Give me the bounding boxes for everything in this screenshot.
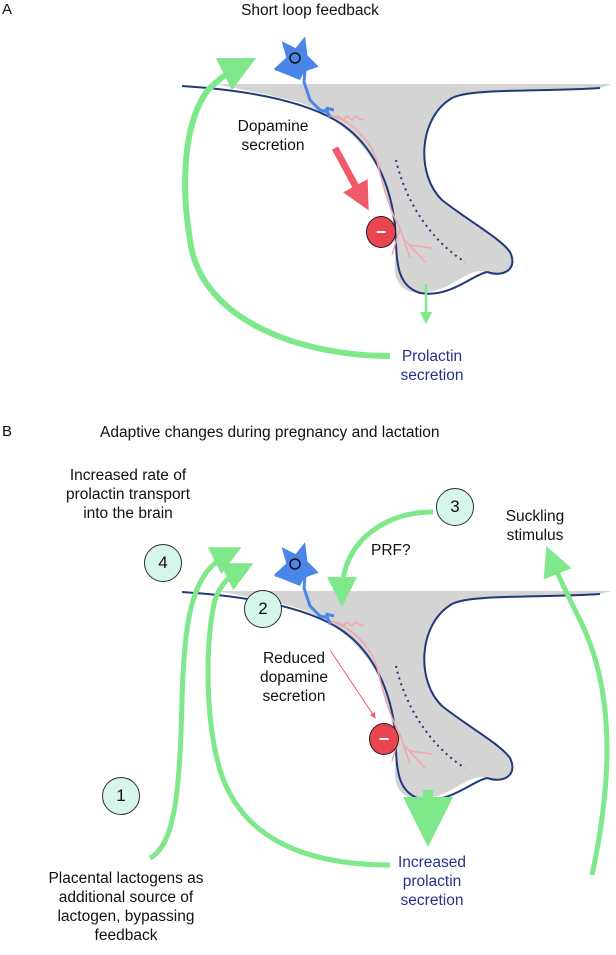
dopamine-axon	[329, 114, 401, 229]
increased-prolactin-line-2: prolactin	[402, 873, 462, 890]
panel-a-title: Short loop feedback	[241, 2, 379, 19]
increased-prolactin-line-1: Increased	[397, 854, 467, 871]
placental-line-4: feedback	[94, 927, 158, 944]
panel-a-letter: A	[2, 1, 13, 18]
panel-a-hypothalamus-pituitary	[181, 36, 612, 359]
transport-label-line-1: Increased rate of	[69, 467, 187, 484]
step-2-badge: 2	[244, 590, 282, 628]
reduced-dopamine-label: Reduced dopamine secretion	[246, 649, 342, 706]
prolactin-label-line-2: secretion	[400, 367, 464, 384]
prf-arrow	[327, 509, 434, 607]
dotted-divider	[395, 159, 466, 263]
reduced-dopamine-line-3: secretion	[262, 688, 326, 705]
dopamine-arrow	[331, 146, 369, 211]
pituitary-outline	[423, 87, 601, 275]
placental-line-2: additional source of	[58, 889, 194, 906]
brain-outline	[181, 85, 488, 295]
dopamine-secretion-label: Dopamine secretion	[218, 117, 328, 155]
suckling-label-line-2: stimulus	[506, 527, 564, 544]
pituitary-outline-b	[423, 593, 601, 781]
prf-label: PRF?	[371, 542, 411, 559]
pituitary-tissue	[215, 84, 612, 293]
placental-lactogens-label: Placental lactogens as additional source…	[20, 869, 232, 945]
dopamine-axon-b	[329, 620, 401, 735]
reduced-dopamine-line-1: Reduced	[262, 650, 326, 667]
increased-prolactin-label: Increased prolactin secretion	[382, 853, 482, 910]
pituitary-tissue-b	[215, 591, 612, 799]
suckling-arrow	[543, 546, 610, 876]
dotted-divider-b	[395, 665, 466, 769]
dopamine-label-line-2: secretion	[241, 137, 305, 154]
placental-line-3: lactogen, bypassing	[57, 908, 195, 925]
step-3-badge: 3	[436, 488, 474, 526]
panel-b-letter: B	[2, 423, 13, 440]
transport-label-line-3: into the brain	[83, 505, 173, 522]
panel-b-title: Adaptive changes during pregnancy and la…	[100, 424, 440, 441]
reduced-dopamine-line-2: dopamine	[259, 669, 329, 686]
inhibition-minus-badge-b: −	[369, 723, 399, 755]
suckling-stimulus-label: Suckling stimulus	[490, 507, 580, 545]
placental-arrow	[148, 547, 242, 861]
prolactin-secretion-label: Prolactin secretion	[382, 347, 482, 385]
prolactin-label-line-1: Prolactin	[401, 348, 463, 365]
placental-line-1: Placental lactogens as	[48, 870, 204, 887]
transport-label-line-2: prolactin transport	[65, 486, 191, 503]
increased-prolactin-line-3: secretion	[400, 892, 464, 909]
step-1-badge: 1	[102, 777, 140, 815]
inhibition-minus-badge: −	[366, 216, 396, 248]
reduced-dopamine-arrow	[329, 649, 376, 719]
step-4-badge: 4	[144, 544, 182, 582]
dopamine-label-line-1: Dopamine	[237, 118, 309, 135]
prolactin-loop-arrow	[205, 563, 391, 868]
transport-label: Increased rate of prolactin transport in…	[28, 466, 228, 523]
suckling-label-line-1: Suckling	[505, 508, 565, 525]
panel-b-hypothalamus-pituitary	[148, 509, 612, 876]
short-loop-arrow	[182, 57, 391, 359]
